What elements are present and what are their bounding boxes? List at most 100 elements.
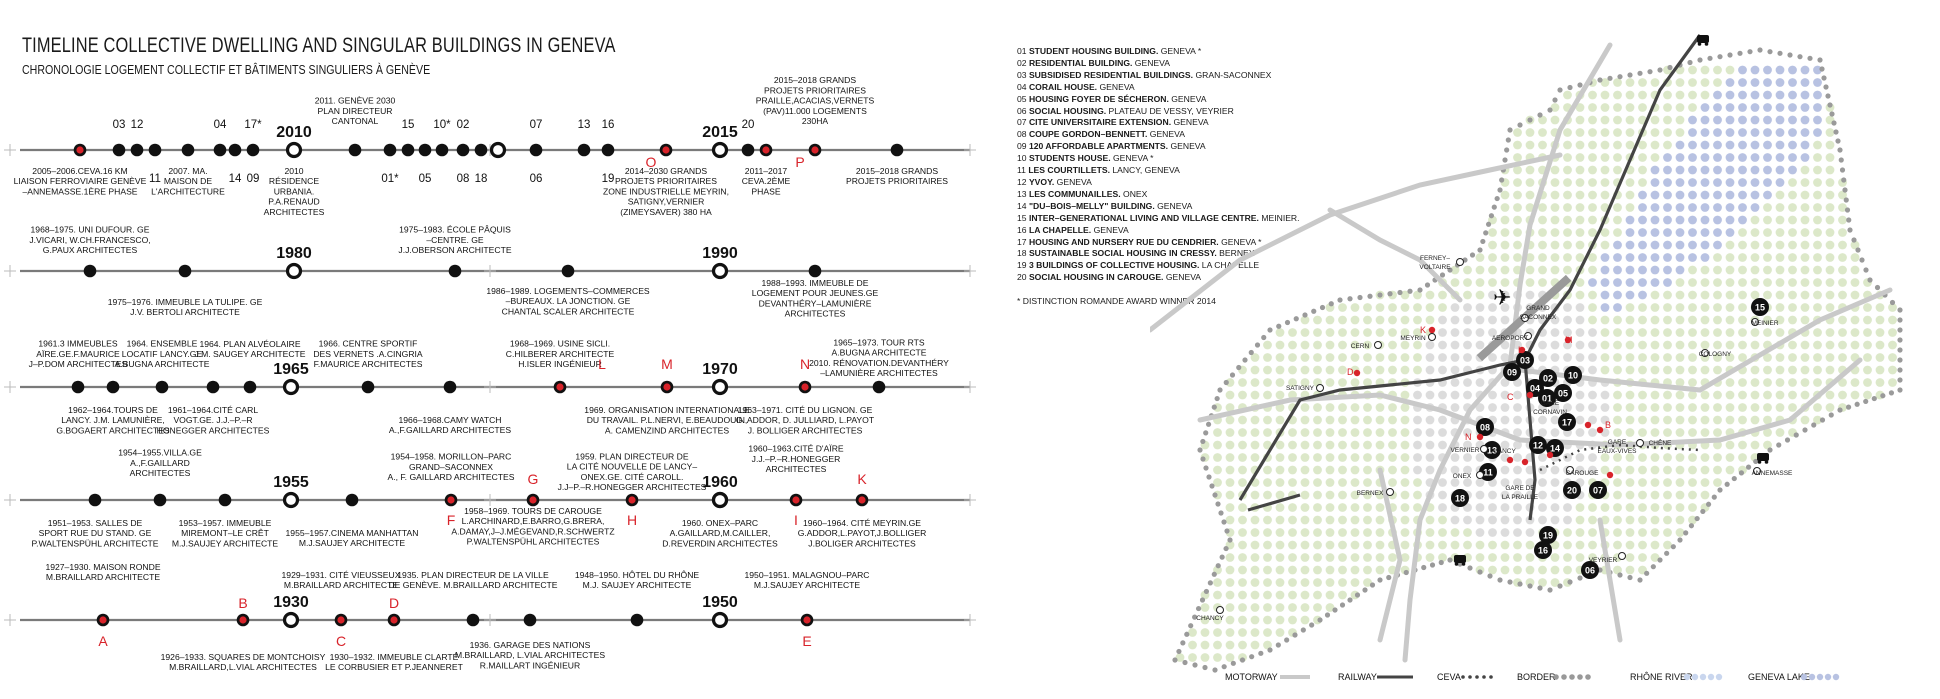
timeline-label: 1969. ORGANISATION INTERNATIONALE (584, 405, 750, 415)
timeline-label: 1954–1958. MORILLON–PARC (391, 452, 512, 462)
timeline-label: MIREMONT–LE CRÊT (181, 528, 270, 538)
legend-item: 04 CORAIL HOUSE. GENEVA (1017, 82, 1300, 94)
legend-item-number: 04 (1017, 81, 1027, 92)
map-place-label: CHANCY (1196, 615, 1224, 622)
timeline-label: A.,F.GAILLARD (130, 458, 190, 468)
map-letter-label: O (646, 154, 657, 170)
legend-item-number: 09 (1017, 141, 1027, 152)
timeline-label: 2005–2006.CEVA.16 KM (32, 166, 127, 176)
map-letter-label: D (389, 595, 399, 611)
timeline-label: M.J.SAUJEY ARCHITECTE (754, 580, 861, 590)
timeline-decade-marker (285, 141, 303, 159)
map-place-label: GRAND (1526, 305, 1550, 312)
legend-motorway: MOTORWAY (1225, 672, 1278, 682)
legend-item-place: LANCY, GENEVA (1112, 165, 1180, 176)
map-place-label: ONEX (1453, 473, 1472, 480)
timeline-event-dot (246, 143, 260, 157)
timeline-label: R.MAILLART INGÉNIEUR (480, 660, 580, 670)
legend-item-place: GRAN-SACONNEX (1195, 69, 1272, 80)
timeline-event-dot (361, 380, 375, 394)
legend-item-name: RESIDENTIAL BUILDING. (1028, 57, 1133, 68)
legend-item: 08 COUPE GORDON–BENNETT. GENEVA (1017, 129, 1300, 141)
decade-year: 1980 (276, 245, 312, 262)
timeline-label: 1959. PLAN DIRECTEUR DE (575, 451, 688, 461)
timeline-label: 1961–1964.CITÉ CARL (168, 405, 259, 415)
timeline-label: 2010 (284, 166, 303, 176)
timeline-event-dot (741, 143, 755, 157)
timeline-label: 15 (402, 119, 415, 131)
timeline-label: (PAV)11.000 LOGEMENTS (763, 106, 867, 116)
timeline-label: P.WALTENSPÜHL ARCHITECTE (31, 538, 158, 548)
legend-item-place: GENEVA (1165, 272, 1202, 283)
timeline-label: L'ARCHITECTURE (151, 186, 225, 196)
timeline-label: 18 (475, 173, 488, 185)
timeline-label: 07 (530, 119, 543, 131)
map-place-label: VEYRIER (1589, 557, 1618, 564)
map-place-label: LANCY (1494, 448, 1516, 455)
timeline-event-dot (529, 143, 543, 157)
timeline-label: PRAILLE,ACACIAS,VERNETS (756, 96, 875, 106)
timeline-label: 04 (214, 119, 227, 131)
map-letter-site (1546, 451, 1554, 459)
timeline-label: VOGT.GE. J.J.–P.–R (173, 415, 252, 425)
decade-year: 1965 (273, 361, 309, 378)
timeline-label: J–P.DOM ARCHITECTES (29, 359, 128, 369)
timeline-decade-marker (711, 611, 729, 629)
timeline-label: J.BOLIGER ARCHITECTES (808, 538, 916, 548)
timeline-label: 1965–1973. TOUR RTS (833, 337, 925, 347)
ceva-line (1539, 443, 1701, 472)
timeline-decade-marker (282, 378, 300, 396)
timeline-event-dot (872, 380, 886, 394)
timeline-label: DEVANTHÉRY–LAMUNIÈRE (759, 298, 872, 308)
timeline-event-dot (88, 493, 102, 507)
legend-item-number: 19 (1017, 260, 1027, 271)
map-letter-label: M (661, 356, 673, 372)
legend-item-place: BERNEX (1219, 248, 1255, 259)
legend-item: 03 SUBSIDISED RESIDENTIAL BUILDINGS. GRA… (1017, 70, 1300, 82)
timeline-label: 1926–1933. SQUARES DE MONTCHOISY (161, 652, 326, 662)
map-building-marker: 12 (1529, 436, 1547, 454)
map-letter-site (1506, 456, 1514, 464)
legend-item-place: GENEVA * (1160, 46, 1202, 56)
timeline-label: SPORT RUE DU STAND. GE (39, 528, 152, 538)
map-building-marker: 17 (1558, 413, 1576, 431)
map-letter-label: E (802, 633, 811, 649)
timeline-event-dot (148, 143, 162, 157)
timeline-label: 1964. ENSEMBLE (127, 339, 198, 349)
map-letter-label: A (98, 633, 108, 649)
timeline-event-dot (418, 143, 432, 157)
timeline-label: M.BRAILLARD, L.VIAL ARCHITECTES (455, 650, 605, 660)
decade-year: 1930 (273, 594, 309, 611)
timeline-event-dot (383, 143, 397, 157)
map-letter: D (1347, 367, 1354, 377)
timeline-decade-marker (711, 262, 729, 280)
timeline-label: 1955–1957.CINEMA MANHATTAN (286, 528, 419, 538)
timeline-label: PHASE (751, 186, 780, 196)
map-letter-label: P (795, 154, 804, 170)
bus-icon (1757, 453, 1769, 464)
legend-item: 10 STUDENTS HOUSE. GENEVA * (1017, 153, 1300, 165)
map-letter-label: I (794, 512, 798, 528)
svg-text:08: 08 (1480, 423, 1490, 433)
legend-item: 01 STUDENT HOUSING BUILDING. GENEVA * (1017, 46, 1300, 58)
legend-item: 12 YVOY. GENEVA (1017, 177, 1300, 189)
legend-ceva: CEVA (1437, 672, 1461, 682)
legend-item-place: GENEVA (1149, 129, 1185, 140)
legend-item-number: 16 (1017, 224, 1027, 235)
map-letter: B (1605, 420, 1611, 430)
timeline-event-dot (890, 143, 904, 157)
legend-item-name: HOUSING AND NURSERY RUE DU CENDRIER. (1028, 236, 1219, 247)
legend-note: * DISTINCTION ROMANDE AWARD WINNER 2014 (1017, 296, 1216, 307)
svg-text:15: 15 (1755, 303, 1765, 313)
timeline-label: 1966. CENTRE SPORTIF (319, 339, 418, 349)
legend-railway: RAILWAY (1338, 672, 1377, 682)
timeline-label: A., F. GAILLARD ARCHITECTES (387, 472, 514, 482)
map-letter-label: H (627, 512, 637, 528)
map-building-marker: 01 (1538, 389, 1556, 407)
timeline-event-dot (155, 380, 169, 394)
timeline-event-dot (71, 380, 85, 394)
timeline-label: ARCHITECTES (130, 468, 191, 478)
map-place-label: EAUX-VIVES (1597, 448, 1637, 455)
